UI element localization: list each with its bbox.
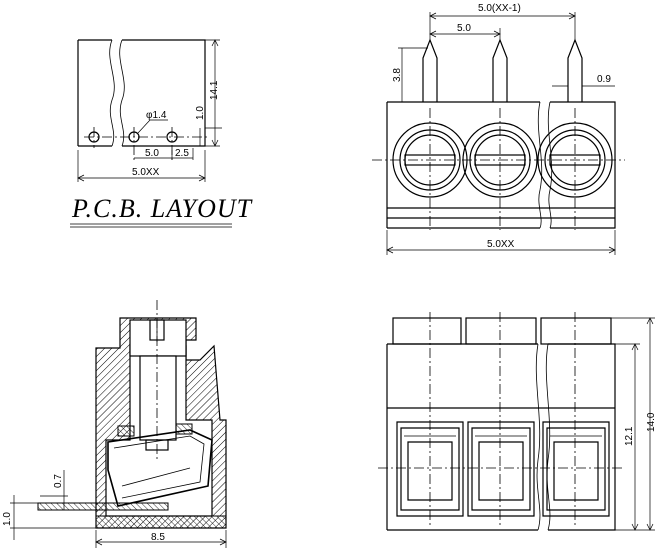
pcb-height-label: 14.1 <box>209 80 220 100</box>
pin-width-label: 0.9 <box>597 74 611 85</box>
hole-spacing-label: 5.0 <box>145 148 159 159</box>
front-inner-height-label: 12.1 <box>624 426 635 446</box>
side-section-view: 1.0 0.7 8.5 <box>2 300 227 548</box>
side-width-label: 8.5 <box>151 532 165 543</box>
wire-entry-2 <box>467 421 535 517</box>
pcb-offset-label: 1.0 <box>195 106 206 120</box>
pin-length-label: 3.8 <box>392 68 403 82</box>
total-pitch-label: 5.0(XX-1) <box>478 3 521 14</box>
pcb-layout-view: φ1.4 14.1 1.0 5.0 2.5 5.0XX P.C.B. LAYOU… <box>70 39 253 228</box>
pcb-width-label: 5.0XX <box>132 167 160 178</box>
top-pitch-label: 5.0 <box>457 23 471 34</box>
hole-edge-label: 2.5 <box>175 148 189 159</box>
wire-entry-3 <box>542 421 610 517</box>
hole-diameter-label: φ1.4 <box>146 110 167 121</box>
pcb-layout-title: P.C.B. LAYOUT <box>71 194 253 223</box>
front-total-height-label: 14.0 <box>646 412 657 432</box>
top-view: 5.0(XX-1) 5.0 3.8 0.9 <box>372 3 625 255</box>
wire-entry-1 <box>396 421 464 517</box>
front-view: 12.1 14.0 <box>378 312 657 531</box>
side-clip-label: 0.7 <box>53 474 64 488</box>
side-base-label: 1.0 <box>2 512 13 526</box>
top-width-label: 5.0XX <box>487 239 515 250</box>
